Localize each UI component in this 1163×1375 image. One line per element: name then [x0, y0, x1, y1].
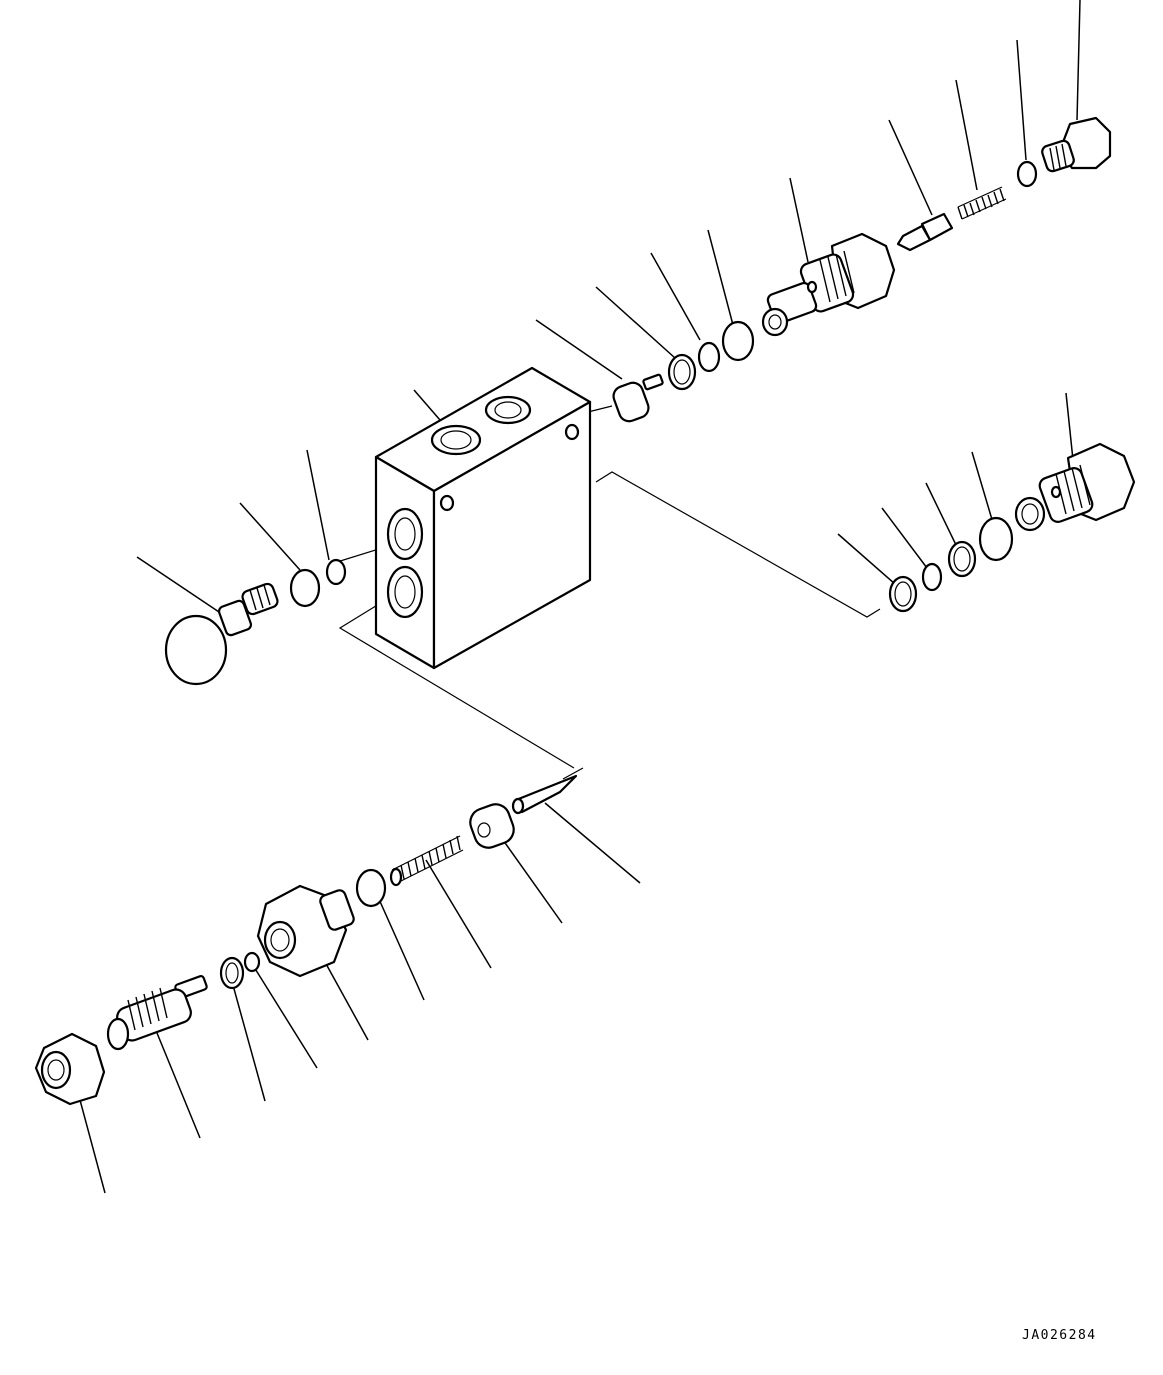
valve-cartridge-top — [761, 232, 896, 337]
lock-nut-body-lower — [256, 884, 355, 978]
plug-top-right — [1041, 116, 1112, 173]
o-ring-small-right — [921, 562, 943, 592]
poppet-top — [896, 212, 954, 252]
o-ring-medium-top — [697, 341, 721, 373]
spring-lower — [389, 835, 464, 887]
valve-body-block — [374, 366, 592, 670]
o-ring-large-top — [721, 320, 755, 362]
leader-lines — [79, 0, 1081, 1194]
valve-cartridge-right — [1014, 442, 1136, 532]
spring-top — [957, 186, 1007, 220]
backup-ring-top — [667, 353, 697, 391]
backup-ring-right-2 — [888, 575, 918, 613]
backup-ring-right-1 — [947, 540, 977, 578]
assembly-guide-lines — [336, 405, 881, 780]
o-ring-large-right — [978, 516, 1014, 562]
o-ring-lower-large — [355, 868, 387, 908]
o-ring-small-left — [325, 558, 347, 586]
lower-adjusting-parts — [34, 774, 578, 1106]
upper-relief-valve-parts — [612, 116, 1112, 423]
plug-left — [164, 582, 279, 686]
hex-nut-lower — [34, 1032, 106, 1106]
backup-ring-lower — [219, 956, 245, 990]
o-ring-large-left — [289, 568, 321, 608]
o-ring-lower-small — [243, 951, 261, 973]
middle-relief-valve-parts — [888, 442, 1136, 613]
drawing-number: JA026284 — [1022, 1328, 1097, 1343]
piston-top — [612, 373, 664, 423]
adjusting-screw-lower — [106, 975, 208, 1051]
o-ring-small-top — [1016, 160, 1038, 188]
seat-lower — [469, 803, 515, 849]
pin-lower — [511, 774, 578, 815]
left-plug-parts — [164, 558, 347, 686]
